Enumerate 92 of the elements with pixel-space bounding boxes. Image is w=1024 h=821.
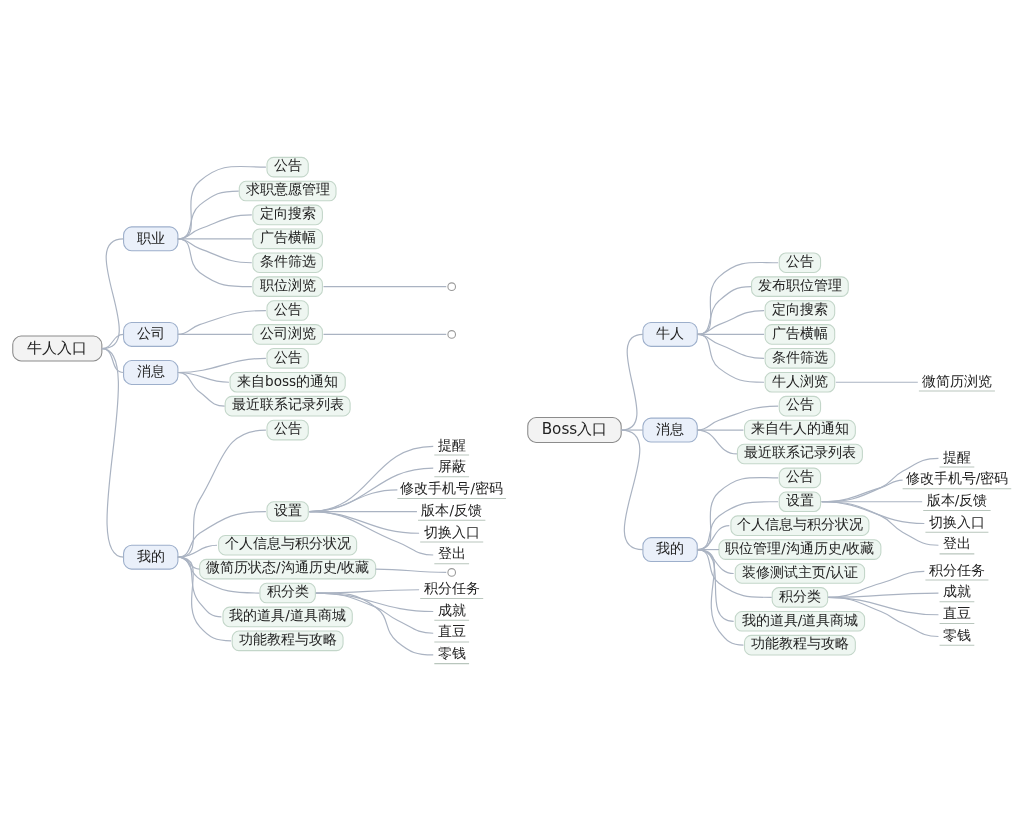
- connector: [308, 510, 434, 556]
- node-box: 来自boss的通知: [229, 371, 346, 393]
- connector: [177, 371, 226, 407]
- node-box: 公告: [266, 419, 309, 441]
- node-box: 我的: [123, 544, 179, 570]
- node-box: 职位管理/沟通历史/收藏: [718, 539, 882, 560]
- node-box: 功能教程与攻略: [743, 634, 856, 656]
- node-box: 公告: [778, 395, 822, 417]
- node-text: 提醒: [942, 448, 971, 465]
- connector: [375, 568, 447, 573]
- connector: [620, 429, 644, 551]
- node-box: 个人信息与积分状况: [218, 534, 358, 556]
- node-text: 修改手机号/密码: [400, 480, 503, 497]
- node-box: 积分类: [771, 587, 829, 608]
- connector: [101, 347, 125, 558]
- node-text: 屏蔽: [437, 458, 466, 475]
- node-box: 装修测试主页/认证: [734, 563, 866, 584]
- connector: [696, 548, 735, 622]
- connector: [696, 333, 765, 383]
- connector: [827, 596, 940, 638]
- node-box: 条件筛选: [252, 252, 323, 274]
- node-text: 版本/反馈: [421, 501, 482, 518]
- node-box: 职业: [123, 226, 179, 252]
- node-circle: [447, 568, 457, 577]
- node-box: 职位浏览: [252, 276, 323, 297]
- node-box: 定向搜索: [764, 300, 836, 321]
- node-text: 积分任务: [928, 561, 985, 578]
- node-box: 牛人入口: [12, 335, 103, 362]
- node-box: 最近联系记录列表: [736, 443, 863, 465]
- node-box: 定向搜索: [252, 204, 323, 226]
- node-box: 公告: [266, 156, 309, 178]
- node-text: 提醒: [437, 436, 466, 453]
- node-box: 公告: [778, 252, 822, 274]
- node-text: 登出: [437, 545, 466, 562]
- node-box: 积分类: [259, 582, 316, 604]
- node-box: 广告横幅: [764, 324, 836, 345]
- node-text: 微简历浏览: [921, 372, 992, 389]
- node-box: 公告: [778, 467, 822, 489]
- connector: [101, 238, 125, 350]
- node-circle: [447, 330, 457, 339]
- connector: [177, 309, 267, 336]
- connector: [696, 429, 744, 431]
- connector: [322, 333, 447, 336]
- node-box: 功能教程与攻略: [231, 630, 344, 652]
- node-box: 牛人: [642, 321, 698, 347]
- node-box: 公司: [123, 321, 179, 347]
- node-text: 修改手机号/密码: [905, 470, 1009, 487]
- node-box: 发布职位管理: [751, 276, 849, 297]
- connector: [696, 405, 779, 431]
- node-box: 来自牛人的通知: [743, 419, 856, 441]
- connector: [696, 548, 744, 646]
- node-text: 版本/反馈: [926, 492, 988, 509]
- node-box: Boss入口: [527, 417, 622, 444]
- connector: [835, 381, 919, 383]
- node-box: 公司浏览: [252, 324, 323, 345]
- node-text: 直豆: [942, 605, 971, 622]
- node-box: 个人信息与积分状况: [730, 515, 870, 536]
- connector: [177, 333, 253, 336]
- node-box: 我的道具/道具商城: [222, 606, 353, 628]
- node-box: 公告: [266, 300, 309, 321]
- connector: [177, 429, 267, 558]
- node-box: 我的道具/道具商城: [734, 610, 866, 632]
- node-box: 我的: [642, 537, 698, 563]
- node-text: 零钱: [437, 645, 466, 662]
- node-box: 最近联系记录列表: [224, 395, 351, 417]
- node-text: 直豆: [437, 623, 466, 640]
- node-box: 设置: [266, 501, 309, 522]
- node-text: 登出: [942, 535, 971, 552]
- node-text: 积分任务: [423, 580, 480, 597]
- node-text: 成就: [942, 583, 971, 600]
- node-text: 切换入口: [928, 513, 985, 530]
- connector: [101, 333, 125, 350]
- connector: [620, 429, 644, 431]
- node-box: 广告横幅: [252, 228, 323, 250]
- connector: [696, 429, 738, 455]
- node-text: 切换入口: [423, 523, 480, 540]
- connector: [821, 501, 940, 546]
- connector: [315, 592, 434, 656]
- node-box: 公告: [266, 348, 309, 369]
- node-text: 零钱: [942, 626, 971, 643]
- node-box: 消息: [123, 359, 179, 385]
- node-box: 牛人浏览: [764, 371, 836, 393]
- node-text: 成就: [437, 601, 466, 618]
- node-box: 消息: [642, 417, 698, 443]
- node-box: 微简历状态/沟通历史/收藏: [199, 558, 377, 580]
- connector: [620, 333, 644, 431]
- connector: [322, 286, 447, 288]
- node-box: 条件筛选: [764, 348, 836, 369]
- node-box: 设置: [778, 491, 822, 513]
- node-circle: [447, 282, 457, 291]
- connector: [177, 556, 232, 642]
- node-box: 求职意愿管理: [238, 180, 337, 202]
